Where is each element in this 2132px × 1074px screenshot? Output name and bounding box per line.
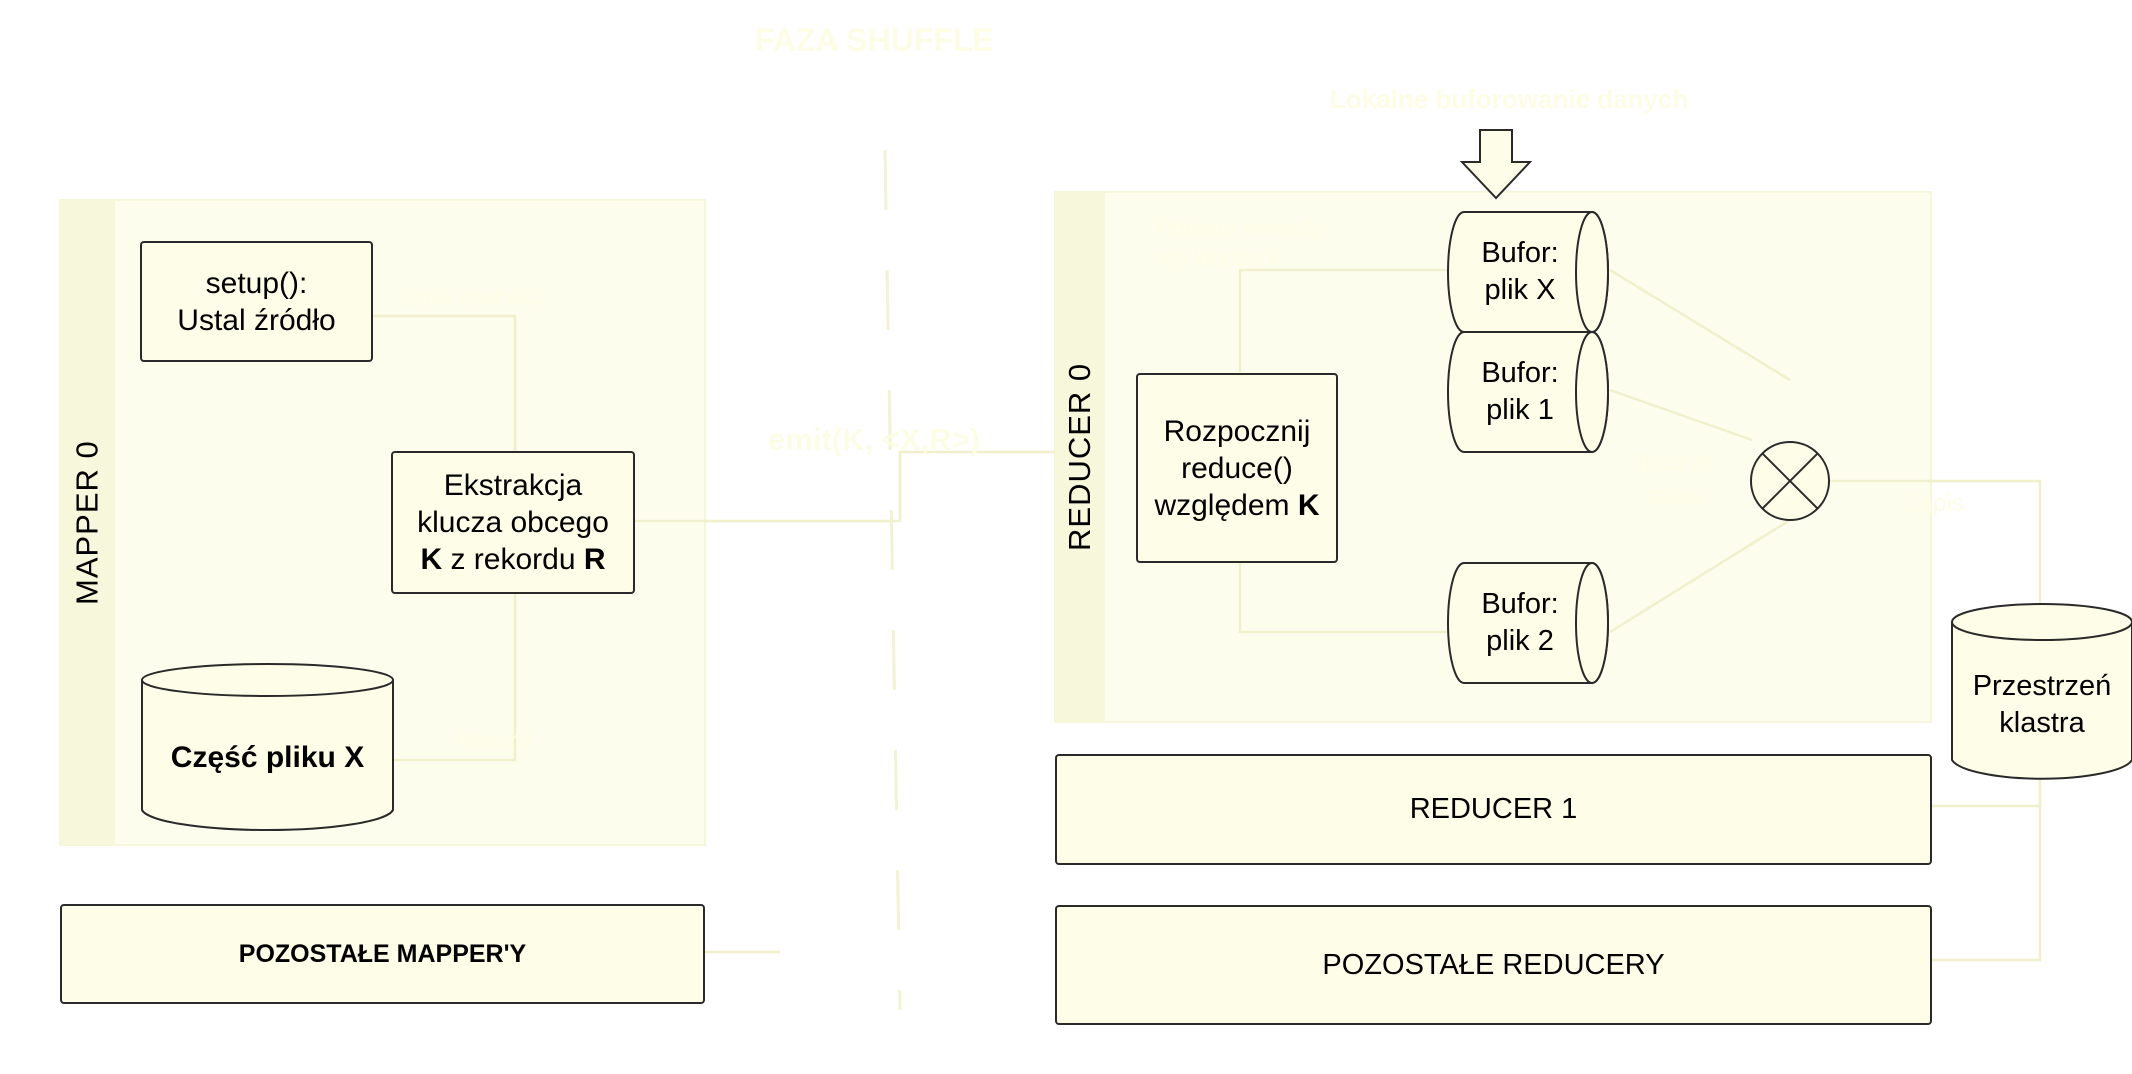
buffer-1-shape: [1447, 331, 1609, 453]
extract-line3-mid: z rekordu: [442, 543, 584, 576]
write-label: Zapis: [1905, 490, 1964, 517]
buffer-1-line2: plik 1: [1486, 394, 1554, 426]
buffer-x-shape: [1447, 211, 1609, 333]
storage-cylinder-shape: [1951, 603, 2132, 780]
reduce-line3: względem K: [1154, 487, 1319, 524]
buffer-1-label[interactable]: Bufor: plik 1: [1448, 332, 1592, 452]
buffer-x-line1: Bufor:: [1481, 237, 1559, 269]
extract-line2: klucza obcego: [417, 506, 609, 539]
other-mappers-box[interactable]: POZOSTAŁE MAPPER'Y: [60, 904, 705, 1004]
reduce-start-box[interactable]: Rozpocznij reduce() względem K: [1136, 373, 1338, 563]
connector-reduce-bufx: [1238, 268, 1448, 372]
storage-line2: klastra: [1999, 707, 2085, 739]
other-reducers-box[interactable]: POZOSTAŁE REDUCERY: [1055, 905, 1932, 1025]
reduce-line2: reduce(): [1181, 451, 1293, 485]
phase-title: FAZA SHUFFLE: [755, 22, 994, 58]
buffer-2-label[interactable]: Bufor: plik 2: [1448, 563, 1592, 683]
connector-buf2-join: [1609, 518, 1791, 634]
join-label: Iloczyn stanu: [1620, 446, 1730, 514]
extract-line1: Ekstrakcja: [443, 469, 583, 502]
shuffle-divider: [883, 149, 902, 1011]
reducer-lane-label: REDUCER 0: [1062, 362, 1097, 552]
connector-buf1-join: [1609, 388, 1753, 442]
connector-bufx-join: [1609, 268, 1791, 382]
reduce-line3-prefix: względem: [1154, 488, 1298, 522]
reduce-line1: Rozpocznij: [1163, 414, 1311, 448]
mapper-lane-label: MAPPER 0: [69, 440, 105, 605]
fetch-label-line1: Pobierz rekordy: [1156, 215, 1325, 242]
connector-setup-extract: [372, 314, 517, 452]
connector-reduce-buf2: [1238, 562, 1448, 634]
extract-line3: K z rekordu R: [417, 541, 609, 578]
extract-key-box[interactable]: Ekstrakcja klucza obcego K z rekordu R: [391, 451, 635, 594]
join-label-line1: Iloczyn: [1637, 449, 1713, 476]
connector-reducer1-storage: [1932, 780, 2042, 808]
connector-extract-reducer: [634, 450, 1055, 523]
extract-key-k: K: [420, 543, 443, 576]
extract-record-r: R: [583, 543, 606, 576]
connector-split-extract: [393, 594, 517, 762]
connector-join-storage: [1830, 479, 2042, 610]
split-cylinder-label[interactable]: Część pliku X: [170, 740, 365, 774]
connector-others-storage: [1932, 780, 2042, 962]
reducer-1-box[interactable]: REDUCER 1: [1055, 754, 1932, 865]
buffer-1-line1: Bufor:: [1481, 357, 1559, 389]
buffer-x-line2: plik X: [1484, 274, 1556, 306]
buffer-2-line2: plik 2: [1486, 625, 1554, 657]
buffer-x-label[interactable]: Bufor: plik X: [1448, 212, 1592, 332]
reducer-lane-header: [1055, 192, 1105, 722]
mapper-lane-header: [60, 200, 115, 845]
fetch-label-line2: wg klucza K: [1156, 245, 1285, 272]
setup-box[interactable]: setup(): Ustal źródło: [140, 241, 373, 362]
join-circle-icon: [1750, 441, 1830, 521]
split-edge-label: Rekord: [454, 727, 532, 754]
setup-line1: setup():: [205, 266, 308, 300]
storage-cylinder-label[interactable]: Przestrzeń klastra: [1952, 650, 2132, 760]
reduce-key-k: K: [1297, 488, 1320, 522]
buffers-note: Lokalne buforowanie danych: [1330, 84, 1689, 114]
setup-line2: Ustal źródło: [177, 303, 336, 337]
split-cylinder-shape: [141, 663, 394, 832]
buffer-2-shape: [1447, 562, 1609, 684]
setup-edge-label: 1 plik (całość): [398, 284, 545, 311]
fetch-label: Pobierz rekordy wg klucza K: [1156, 214, 1324, 274]
buffer-2-line1: Bufor:: [1481, 588, 1559, 620]
down-arrow-icon: [1459, 129, 1533, 200]
storage-line1: Przestrzeń: [1972, 670, 2112, 702]
join-label-line2: stanu: [1645, 483, 1705, 510]
emit-label: emit(K, <X,R>): [768, 422, 980, 457]
